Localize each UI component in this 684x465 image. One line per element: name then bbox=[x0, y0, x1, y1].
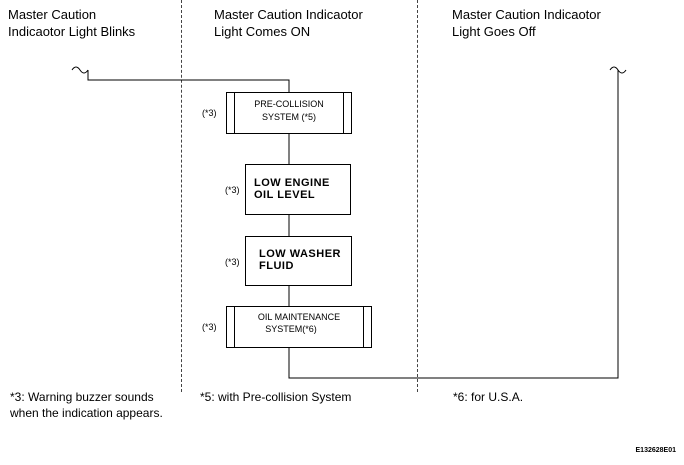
column-heading-goes-off-line1: Master Caution Indicaotor bbox=[452, 7, 601, 22]
footnote-3: *3: Warning buzzer sounds when the indic… bbox=[10, 389, 163, 421]
low-washer-fluid-label-line1: LOW WASHER bbox=[259, 248, 341, 260]
column-heading-comes-on: Master Caution Indicaotor Light Comes ON bbox=[214, 6, 363, 40]
low-washer-fluid-label-line2: FLUID bbox=[259, 260, 294, 272]
exit-wave-symbol bbox=[609, 66, 627, 74]
column-heading-goes-off: Master Caution Indicaotor Light Goes Off bbox=[452, 6, 601, 40]
column-heading-blinks: Master Caution Indicaotor Light Blinks bbox=[8, 6, 135, 40]
column-heading-blinks-line2: Indicaotor Light Blinks bbox=[8, 24, 136, 39]
column-heading-comes-on-line1: Master Caution Indicaotor bbox=[214, 7, 363, 22]
oil-maintenance-label-line1: OIL MAINTENANCE bbox=[257, 312, 341, 322]
column-heading-blinks-line1: Master Caution bbox=[8, 7, 97, 22]
column-heading-comes-on-line2: Light Comes ON bbox=[214, 24, 311, 39]
low-washer-fluid-tag: (*3) bbox=[225, 257, 240, 267]
footnote-3-line2: when the indication appears. bbox=[10, 406, 163, 420]
low-washer-fluid-box: LOW WASHER FLUID bbox=[245, 236, 352, 286]
entry-wave-symbol bbox=[71, 66, 89, 74]
column-divider-left bbox=[181, 0, 182, 392]
pre-collision-label-line2: SYSTEM (*5) bbox=[261, 112, 316, 122]
oil-maintenance-system-box: OIL MAINTENANCE SYSTEM(*6) bbox=[226, 306, 372, 348]
low-engine-oil-level-box: LOW ENGINE OIL LEVEL bbox=[245, 164, 351, 215]
footnote-5: *5: with Pre-collision System bbox=[200, 390, 352, 404]
pre-collision-label-line1: PRE-COLLISION bbox=[254, 99, 324, 109]
footnote-3-line1: *3: Warning buzzer sounds bbox=[10, 390, 154, 404]
oil-maintenance-tag: (*3) bbox=[202, 322, 217, 332]
pre-collision-tag: (*3) bbox=[202, 108, 217, 118]
entry-connector bbox=[87, 70, 290, 92]
column-heading-goes-off-line2: Light Goes Off bbox=[452, 24, 536, 39]
low-engine-oil-label-line1: LOW ENGINE bbox=[254, 177, 330, 189]
footnote-6: *6: for U.S.A. bbox=[453, 390, 524, 404]
column-divider-right bbox=[417, 0, 418, 392]
oil-maintenance-label-line2: SYSTEM(*6) bbox=[265, 324, 317, 334]
figure-code: E132628E01 bbox=[635, 447, 676, 454]
low-engine-oil-tag: (*3) bbox=[225, 185, 240, 195]
exit-connector bbox=[288, 70, 619, 379]
low-engine-oil-label-line2: OIL LEVEL bbox=[254, 189, 316, 201]
pre-collision-system-box: PRE-COLLISION SYSTEM (*5) bbox=[226, 92, 352, 134]
